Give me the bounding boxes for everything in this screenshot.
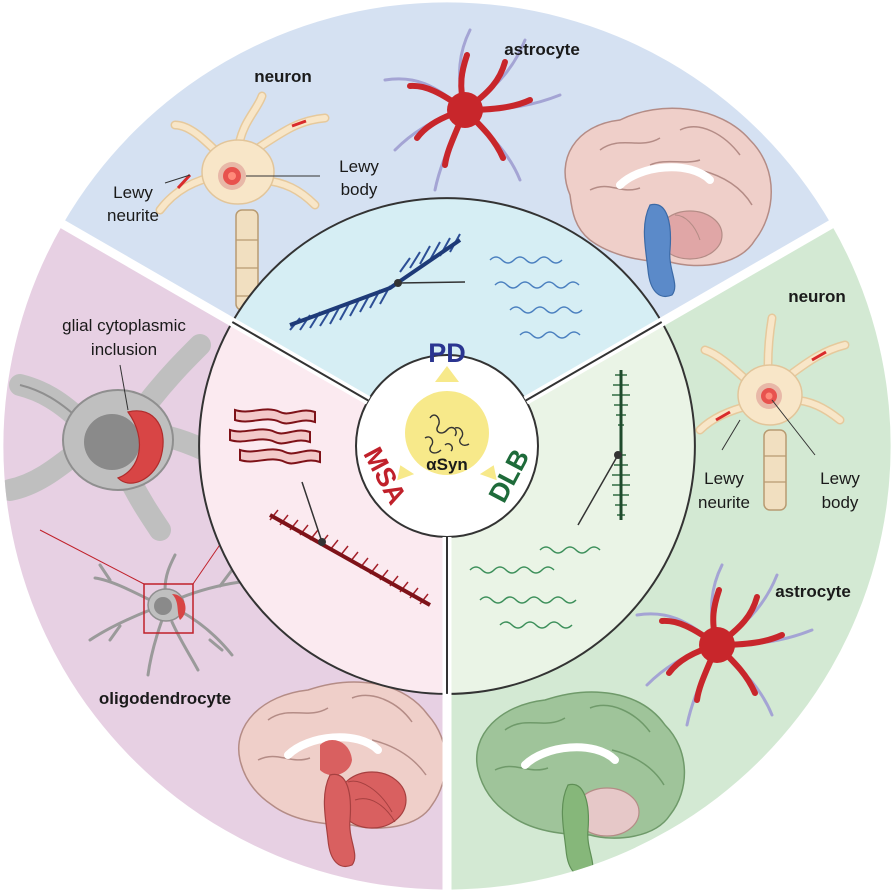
pd-lewy-body-label-line1: Lewy [339, 157, 379, 176]
dlb-neuron-illustration [695, 313, 850, 511]
pd-disease-label: PD [428, 338, 466, 368]
msa-brain-illustration [238, 681, 447, 867]
center-protein-label: αSyn [426, 455, 468, 474]
inner-dividers [231, 321, 663, 694]
dlb-astrocyte-illustration [635, 563, 814, 727]
dlb-fibril-illustration [577, 370, 630, 526]
msa-oligodendrocyte-overview [39, 529, 242, 677]
msa-gci-label-line2: inclusion [91, 340, 157, 359]
pd-brain-illustration [564, 107, 772, 297]
pd-fibril-illustration [289, 233, 466, 331]
dlb-monomer-illustration [469, 546, 601, 629]
dlb-lewy-neurite-label-line1: Lewy [704, 469, 744, 488]
dlb-lewy-body-label-line2: body [822, 493, 859, 512]
dlb-neuron-label: neuron [788, 287, 846, 306]
pd-neuron-label: neuron [254, 67, 312, 86]
pd-lewy-neurite-label-line2: neurite [107, 206, 159, 225]
msa-gci-label-line1: glial cytoplasmic [62, 316, 186, 335]
pd-inner-sector [232, 198, 662, 446]
dlb-brain-illustration [476, 691, 686, 877]
pd-astrocyte-label: astrocyte [504, 40, 580, 59]
center-asyn-triangle [397, 366, 497, 481]
pd-monomer-illustration [489, 256, 583, 339]
msa-oligodendrocyte-label: oligodendrocyte [99, 689, 231, 708]
msa-oligodendrocyte-closeup [3, 334, 236, 541]
pd-neuron-illustration [155, 91, 330, 311]
dlb-astrocyte-label: astrocyte [775, 582, 851, 601]
msa-fibril-illustration [229, 408, 431, 607]
dlb-lewy-body-label-line1: Lewy [820, 469, 860, 488]
pd-astrocyte-illustration [383, 28, 562, 192]
pd-lewy-neurite-label-line1: Lewy [113, 183, 153, 202]
dlb-lewy-neurite-label-line2: neurite [698, 493, 750, 512]
pd-lewy-body-label-line2: body [341, 180, 378, 199]
